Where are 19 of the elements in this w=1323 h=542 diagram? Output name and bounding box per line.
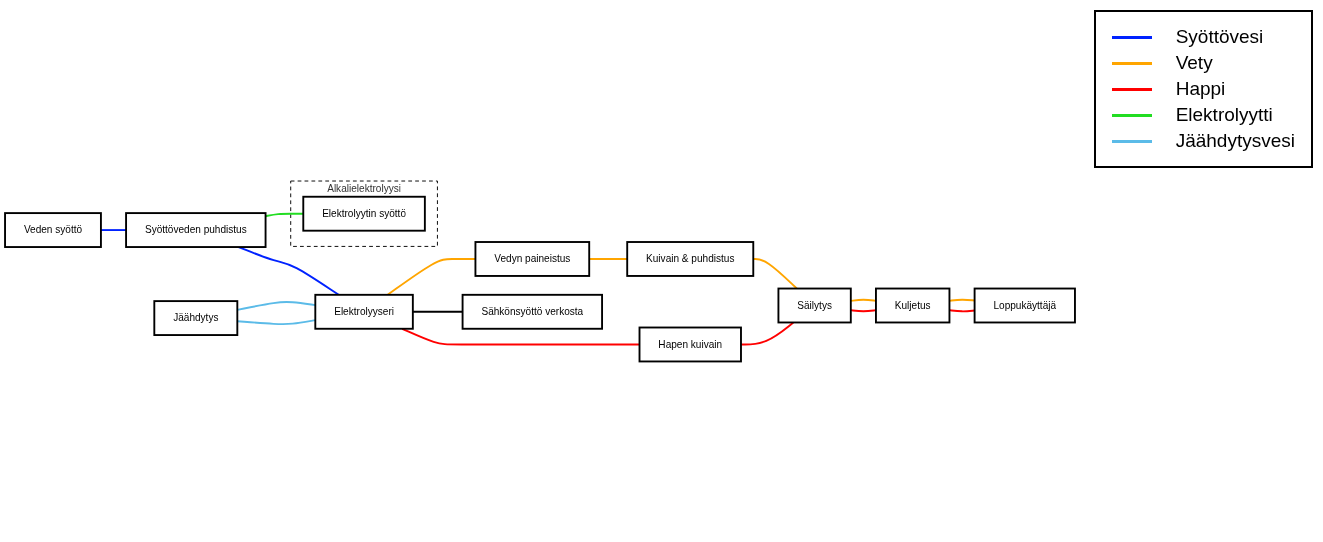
legend-label: Syöttövesi	[1175, 26, 1264, 48]
node-box: Syöttöveden puhdistus	[125, 211, 267, 248]
node-box: Veden syöttö	[4, 211, 102, 248]
node-box: Elektrolyyseri	[314, 293, 414, 330]
connector	[740, 321, 795, 346]
legend-label: Jäähdytysvesi	[1175, 130, 1295, 152]
node-box: Vedyn paineistus	[474, 240, 591, 277]
node-box: Elektrolyytin syöttö	[302, 195, 426, 232]
legend-label: Elektrolyytti	[1175, 104, 1273, 126]
node-box: Sähkönsyöttö verkosta	[461, 293, 603, 330]
node-box: Loppukäyttäjä	[973, 287, 1076, 324]
legend-label: Happi	[1175, 78, 1226, 100]
node-box: Hapen kuivain	[638, 326, 742, 363]
legend-label: Vety	[1175, 52, 1213, 74]
node-box: Jäähdytys	[153, 299, 239, 336]
node-box: Kuivain & puhdistus	[626, 240, 755, 277]
connector	[237, 245, 340, 296]
node-box: Kuljetus	[875, 287, 951, 324]
node-box: Säilytys	[777, 287, 852, 324]
